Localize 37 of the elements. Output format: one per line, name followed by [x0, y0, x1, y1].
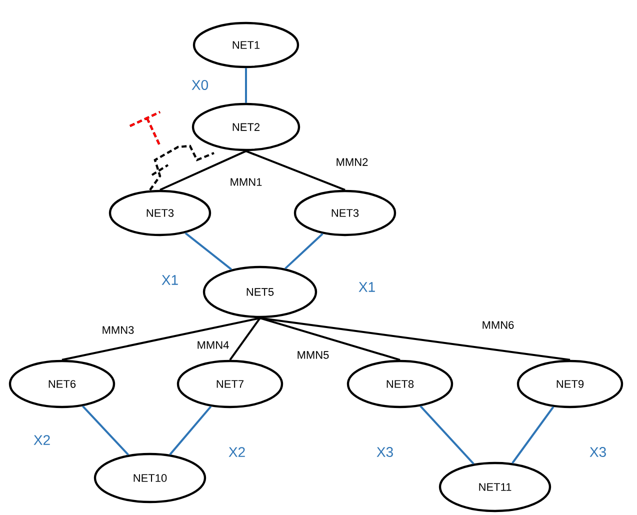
ellipse-node: NET6 — [8, 360, 116, 408]
edge-label: X3 — [375, 446, 395, 458]
edge-label: MMN5 — [296, 350, 330, 360]
edge-label: X3 — [588, 446, 608, 458]
ellipse-node: NET11 — [438, 462, 552, 512]
connector-line — [184, 232, 232, 270]
connector-line — [229, 318, 261, 360]
connector-line — [62, 317, 260, 361]
edge-label: MMN2 — [334, 157, 370, 167]
edge-label: X0 — [190, 79, 210, 91]
ellipse-node: NET7 — [176, 360, 284, 408]
edge-label: X1 — [357, 281, 377, 293]
edge-label: MMN3 — [100, 325, 136, 335]
connector-line — [260, 317, 400, 361]
connector-line — [169, 406, 212, 456]
edge-label: X2 — [227, 446, 247, 458]
connector-line — [246, 150, 346, 191]
connector-line — [284, 233, 324, 270]
edge-label: X2 — [32, 434, 52, 446]
ellipse-node: NET1 — [192, 22, 300, 68]
ellipse-node: NET3 — [108, 190, 212, 236]
connector-line — [245, 68, 247, 103]
edge-label: MMN1 — [228, 177, 264, 187]
connector-line — [260, 317, 570, 361]
edge-label: MMN6 — [480, 320, 516, 330]
ellipse-node: NET5 — [202, 266, 318, 318]
connector-line — [82, 406, 130, 456]
ellipse-node: NET8 — [346, 360, 454, 408]
ellipse-node: NET9 — [516, 360, 624, 408]
edge-label: MMN4 — [196, 340, 230, 350]
ellipse-node: NET2 — [192, 102, 300, 152]
connector-line — [160, 150, 246, 191]
connector-line — [512, 406, 554, 464]
ellipse-node: NET10 — [94, 452, 206, 504]
edge-label: X1 — [160, 274, 180, 286]
ellipse-node: NET3 — [294, 190, 396, 236]
connector-line — [420, 406, 474, 464]
